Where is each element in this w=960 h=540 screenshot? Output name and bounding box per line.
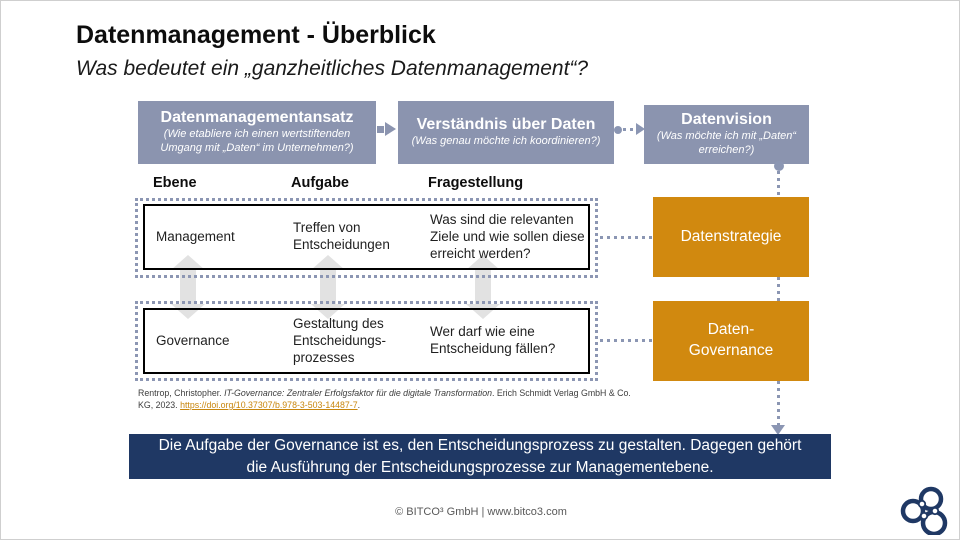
up-down-arrow-icon [171,255,205,319]
citation-publisher: . Erich Schmidt Verlag GmbH & Co. KG, 20… [138,388,631,410]
cell-ebene-management: Management [156,229,235,244]
management-row-dashed-frame [135,198,598,278]
flow-box-subtitle: (Wie etabliere ich einen wertstiftenden … [160,128,354,155]
connector-dot [774,161,784,171]
column-header-fragestellung: Fragestellung [428,175,524,191]
dotted-arrow-head-icon [636,123,645,135]
down-arrow-icon [771,425,785,435]
column-header-ebene: Ebene [153,175,197,191]
flow-box-datenvision: Datenvision (Was möchte ich mit „Daten“ … [644,105,809,164]
footer-copyright: © BITCO³ GmbH | www.bitco3.com [395,506,567,518]
governance-row: Governance Gestaltung des Entscheidungs-… [143,308,590,374]
governance-row-dashed-frame [135,301,598,381]
page-title: Datenmanagement - Überblick [76,21,436,49]
vertical-dotted-connector [777,277,780,301]
vertical-dotted-connector [777,171,780,198]
summary-banner: Die Aufgabe der Governance ist es, den E… [129,434,831,479]
doi-link[interactable]: https://doi.org/10.37307/b.978-3-503-144… [180,399,358,410]
flow-box-title: Datenmanagementansatz [160,109,354,127]
up-down-arrow-icon [311,255,345,319]
citation-title: IT-Governance: Zentraler Erfolgsfaktor f… [224,388,492,398]
dotted-connector [600,236,653,239]
connector-dot [614,126,622,134]
citation-suffix: . [357,399,361,410]
dotted-connector [600,339,653,342]
page-subtitle: Was bedeutet ein „ganzheitliches Datenma… [76,57,589,80]
flow-box-title: Datenvision [681,111,772,129]
flow-box-verstaendnis: Verständnis über Daten (Was genau möchte… [398,101,614,164]
dotted-arrow-right-icon [623,128,637,131]
column-header-aufgabe: Aufgabe [291,175,349,191]
summary-banner-text: Die Aufgabe der Governance ist es, den E… [158,436,802,476]
flow-box-title: Verständnis über Daten [416,115,596,133]
up-down-arrow-icon [466,255,500,319]
management-row: Management Treffen von Entscheidungen Wa… [143,204,590,270]
citation: Rentrop, Christopher. IT-Governance: Zen… [138,388,643,412]
cell-fragestellung-management: Was sind die relevanten Ziele und wie so… [430,212,585,261]
citation-author: Rentrop, Christopher. [138,388,225,398]
flow-box-subtitle: (Was genau möchte ich koordinieren?) [411,135,601,148]
cell-ebene-governance: Governance [156,333,230,348]
vertical-dotted-connector [777,381,780,425]
cell-aufgabe-governance: Gestaltung des Entscheidungs- prozesses [293,316,387,365]
arrow-right-icon [377,126,384,133]
cell-aufgabe-management: Treffen von Entscheidungen [293,220,390,252]
daten-governance-box: Daten- Governance [653,301,809,381]
flow-box-datenmanagementansatz: Datenmanagementansatz (Wie etabliere ich… [138,101,376,164]
datenstrategie-box: Datenstrategie [653,197,809,277]
cell-fragestellung-governance: Wer darf wie eine Entscheidung fällen? [430,324,556,356]
bitco-logo [900,486,948,535]
flow-box-subtitle: (Was möchte ich mit „Daten“ erreichen?) [656,130,797,157]
arrow-right-icon [385,122,396,136]
